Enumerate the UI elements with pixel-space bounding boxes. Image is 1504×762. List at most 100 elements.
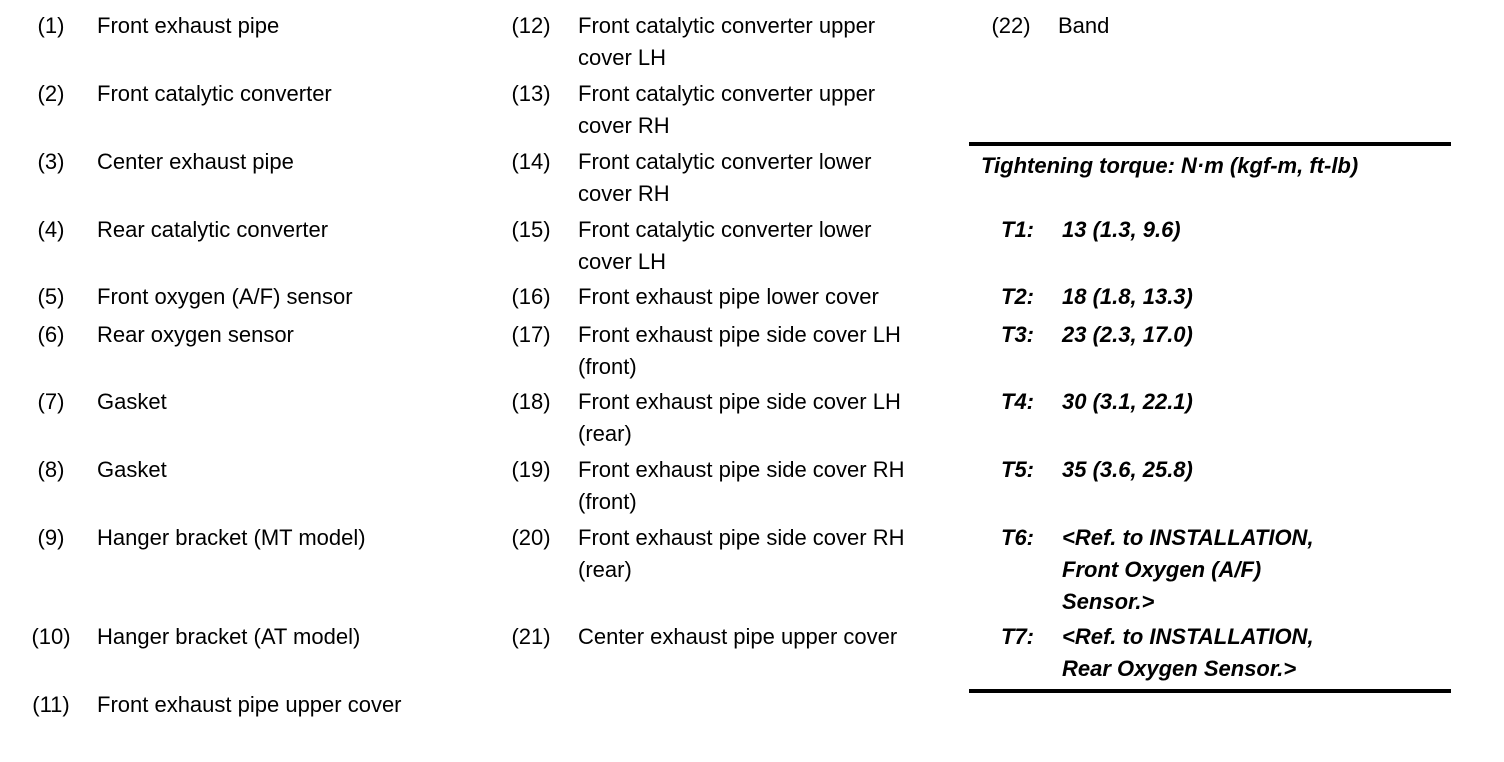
- torque-entry-value: 13 (1.3, 9.6): [1062, 214, 1181, 246]
- item-label: Front exhaust pipe upper cover: [97, 689, 402, 721]
- item-label: Front catalytic converter upper cover RH: [578, 78, 875, 142]
- torque-value-line: Front Oxygen (A/F): [1062, 557, 1262, 582]
- torque-rule-top: [969, 142, 1451, 146]
- torque-value-line: 13 (1.3, 9.6): [1062, 217, 1181, 242]
- item-label-line: cover RH: [578, 181, 670, 206]
- item-label: Hanger bracket (MT model): [97, 522, 366, 554]
- item-number: (11): [32, 692, 70, 717]
- item-label: Front catalytic converter: [97, 78, 332, 110]
- item-label-line: Gasket: [97, 457, 167, 482]
- item-label-line: Center exhaust pipe upper cover: [578, 624, 898, 649]
- item-label: Band: [1058, 10, 1109, 42]
- item-label-line: Rear catalytic converter: [97, 217, 329, 242]
- item-number: (5): [37, 284, 65, 309]
- item-number: (12): [511, 13, 551, 38]
- torque-value-line: 35 (3.6, 25.8): [1062, 457, 1193, 482]
- item-label: Front exhaust pipe side cover RH (rear): [578, 522, 905, 586]
- torque-value-line: <Ref. to INSTALLATION,: [1062, 624, 1314, 649]
- item-label-line: (rear): [578, 421, 632, 446]
- item-number: (1): [37, 13, 65, 38]
- torque-value-line: 30 (3.1, 22.1): [1062, 389, 1193, 414]
- item-label-line: Front exhaust pipe lower cover: [578, 284, 879, 309]
- item-number: (6): [37, 322, 65, 347]
- item-label-line: Front catalytic converter lower: [578, 217, 872, 242]
- item-label: Gasket: [97, 386, 167, 418]
- item-label-line: Hanger bracket (AT model): [97, 624, 361, 649]
- item-label-line: Front catalytic converter: [97, 81, 332, 106]
- item-number: (17): [511, 322, 551, 347]
- item-label-line: Center exhaust pipe: [97, 149, 294, 174]
- torque-entry-value: <Ref. to INSTALLATION, Rear Oxygen Senso…: [1062, 621, 1314, 685]
- item-label: Hanger bracket (AT model): [97, 621, 360, 653]
- item-label-line: Gasket: [97, 389, 167, 414]
- item-label-line: Front catalytic converter upper: [578, 13, 876, 38]
- torque-entry-value: 30 (3.1, 22.1): [1062, 386, 1193, 418]
- torque-entry-value: <Ref. to INSTALLATION, Front Oxygen (A/F…: [1062, 522, 1314, 618]
- torque-entry-label: T5:: [1001, 457, 1034, 482]
- item-number: (3): [37, 149, 65, 174]
- torque-entry-label: T1:: [1001, 217, 1034, 242]
- item-label-line: (front): [578, 489, 637, 514]
- torque-value-line: Sensor.>: [1062, 589, 1155, 614]
- item-number: (21): [511, 624, 551, 649]
- item-label-line: Front exhaust pipe upper cover: [97, 692, 402, 717]
- item-label-line: Front exhaust pipe: [97, 13, 280, 38]
- torque-entry-label: T6:: [1001, 525, 1034, 550]
- item-number: (8): [37, 457, 65, 482]
- item-number: (20): [511, 525, 551, 550]
- item-label: Rear oxygen sensor: [97, 319, 294, 351]
- item-label: Gasket: [97, 454, 167, 486]
- item-label-line: (front): [578, 354, 637, 379]
- item-number: (9): [37, 525, 65, 550]
- item-number: (22): [991, 13, 1031, 38]
- item-number: (19): [511, 457, 551, 482]
- item-label-line: Front exhaust pipe side cover RH: [578, 457, 905, 482]
- item-label: Front exhaust pipe side cover LH (rear): [578, 386, 901, 450]
- item-label: Front exhaust pipe side cover LH (front): [578, 319, 901, 383]
- item-label-line: (rear): [578, 557, 632, 582]
- item-label: Center exhaust pipe: [97, 146, 294, 178]
- item-label: Rear catalytic converter: [97, 214, 328, 246]
- torque-entry-label: T7:: [1001, 624, 1034, 649]
- item-label: Front catalytic converter lower cover RH: [578, 146, 871, 210]
- item-label: Front oxygen (A/F) sensor: [97, 281, 353, 313]
- item-label-line: cover LH: [578, 249, 667, 274]
- item-number: (13): [511, 81, 551, 106]
- torque-entry-label: T2:: [1001, 284, 1034, 309]
- torque-value-line: Rear Oxygen Sensor.>: [1062, 656, 1297, 681]
- item-label-line: Front catalytic converter lower: [578, 149, 872, 174]
- item-label-line: Front exhaust pipe side cover LH: [578, 389, 901, 414]
- item-number: (14): [511, 149, 551, 174]
- item-label: Front catalytic converter lower cover LH: [578, 214, 871, 278]
- torque-value-line: 23 (2.3, 17.0): [1062, 322, 1193, 347]
- torque-entry-value: 18 (1.8, 13.3): [1062, 281, 1193, 313]
- item-label: Front exhaust pipe side cover RH (front): [578, 454, 905, 518]
- item-number: (10): [31, 624, 71, 649]
- item-number: (7): [37, 389, 65, 414]
- item-label-line: Rear oxygen sensor: [97, 322, 294, 347]
- torque-entry-label: T3:: [1001, 322, 1034, 347]
- item-label-line: Front oxygen (A/F) sensor: [97, 284, 353, 309]
- torque-entry-value: 35 (3.6, 25.8): [1062, 454, 1193, 486]
- torque-section-title: Tightening torque: N·m (kgf-m, ft-lb): [981, 153, 1359, 178]
- item-label-line: cover LH: [578, 45, 667, 70]
- item-number: (15): [511, 217, 551, 242]
- torque-entry-label: T4:: [1001, 389, 1034, 414]
- item-number: (16): [511, 284, 551, 309]
- item-label-line: Front exhaust pipe side cover LH: [578, 322, 901, 347]
- torque-value-line: 18 (1.8, 13.3): [1062, 284, 1193, 309]
- item-number: (18): [511, 389, 551, 414]
- item-label-line: cover RH: [578, 113, 670, 138]
- torque-value-line: <Ref. to INSTALLATION,: [1062, 525, 1314, 550]
- torque-rule-bottom: [969, 689, 1451, 693]
- item-number: (2): [37, 81, 65, 106]
- item-label: Center exhaust pipe upper cover: [578, 621, 897, 653]
- item-label: Front exhaust pipe: [97, 10, 279, 42]
- item-label-line: Front catalytic converter upper: [578, 81, 876, 106]
- item-number: (4): [37, 217, 65, 242]
- item-label: Front exhaust pipe lower cover: [578, 281, 879, 313]
- item-label: Front catalytic converter upper cover LH: [578, 10, 875, 74]
- item-label-line: Front exhaust pipe side cover RH: [578, 525, 905, 550]
- item-label-line: Band: [1058, 13, 1110, 38]
